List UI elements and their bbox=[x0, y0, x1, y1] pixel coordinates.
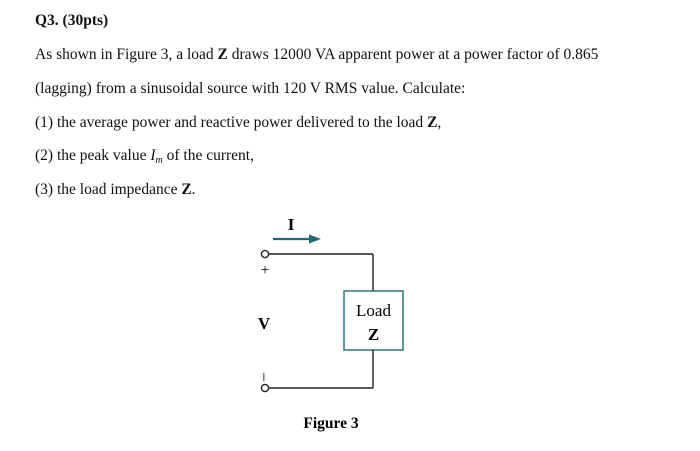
load-symbol: Z bbox=[427, 114, 438, 131]
question-part-1: (1) the average power and reactive power… bbox=[35, 113, 441, 133]
current-label: I bbox=[288, 215, 295, 234]
question-line-1: As shown in Figure 3, a load Z draws 120… bbox=[35, 45, 598, 65]
minus-label: – bbox=[256, 372, 273, 382]
current-arrow-head bbox=[309, 234, 321, 244]
top-terminal bbox=[260, 249, 270, 259]
current-peak-symbol: I bbox=[150, 147, 156, 164]
question-part-3-c: . bbox=[191, 181, 196, 198]
question-line-1-c: draws 12000 VA apparent power at a power… bbox=[227, 46, 599, 63]
question-part-3: (3) the load impedance Z. bbox=[35, 180, 196, 200]
question-part-3-a: (3) the load impedance bbox=[35, 181, 182, 198]
load-label: Load bbox=[356, 301, 391, 320]
question-part-1-a: (1) the average power and reactive power… bbox=[35, 114, 428, 131]
plus-label: + bbox=[260, 262, 269, 279]
question-part-2-a: (2) the peak value bbox=[35, 147, 151, 164]
question-line-1-a: As shown in Figure 3, a load bbox=[35, 46, 218, 63]
bottom-terminal bbox=[260, 383, 270, 393]
question-part-2: (2) the peak value Im of the current, bbox=[35, 146, 254, 166]
load-impedance-label: Z bbox=[368, 325, 379, 344]
question-part-2-c: of the current, bbox=[162, 147, 254, 164]
load-symbol: Z bbox=[217, 46, 228, 63]
figure-caption: Figure 3 bbox=[303, 415, 358, 432]
question-title: Q3. (30pts) bbox=[35, 12, 109, 29]
load-symbol: Z bbox=[181, 181, 192, 198]
voltage-label: V bbox=[258, 314, 271, 333]
question-line-2: (lagging) from a sinusoidal source with … bbox=[35, 80, 466, 97]
question-part-1-c: , bbox=[437, 114, 442, 131]
current-peak-subscript: m bbox=[155, 155, 163, 166]
